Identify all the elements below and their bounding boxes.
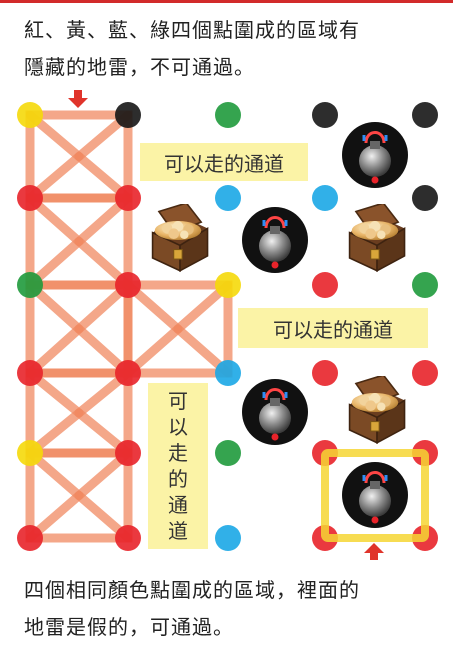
grid-dot — [115, 102, 141, 128]
arrow-down-icon — [68, 90, 88, 108]
grid-dot — [215, 102, 241, 128]
marked-cell — [25, 448, 133, 543]
grid-dot — [115, 440, 141, 466]
grid-dot — [115, 185, 141, 211]
path-label-vertical-char: 以 — [168, 415, 188, 439]
marked-cell — [25, 110, 133, 203]
grid-dot — [17, 360, 43, 386]
bottom-caption: 四個相同顏色點圍成的區域，裡面的 地雷是假的，可通過。 — [24, 572, 444, 646]
marked-cell — [123, 280, 233, 378]
grid-dot — [312, 360, 338, 386]
grid-dot — [215, 360, 241, 386]
grid-dot — [412, 360, 438, 386]
marked-cell — [25, 280, 133, 378]
grid-dot — [412, 272, 438, 298]
grid-dot — [115, 360, 141, 386]
path-label-middle: 可以走的通道 — [238, 308, 428, 348]
grid-dot — [215, 185, 241, 211]
top-caption-line-1: 紅、黃、藍、綠四個點圍成的區域有 — [24, 18, 360, 42]
treasure-chest-icon — [151, 204, 209, 272]
marked-cell — [25, 368, 133, 458]
treasure-chest-icon — [348, 376, 406, 444]
top-caption: 紅、黃、藍、綠四個點圍成的區域有 隱藏的地雷，不可通過。 — [24, 12, 444, 86]
grid-dot — [412, 102, 438, 128]
grid-dot — [312, 185, 338, 211]
grid-dot — [115, 525, 141, 551]
path-label-vertical-char: 的 — [168, 467, 188, 491]
marked-cell — [25, 193, 133, 290]
path-label-vertical-char: 可 — [168, 389, 188, 413]
grid-dot — [215, 272, 241, 298]
grid-dot — [215, 440, 241, 466]
mine-icon — [341, 461, 409, 529]
arrow-up-icon — [364, 543, 384, 560]
mine-icon — [241, 206, 309, 274]
path-label-vertical-char: 走 — [168, 441, 188, 465]
bottom-caption-line-1: 四個相同顏色點圍成的區域，裡面的 — [24, 578, 360, 602]
treasure-chest-icon — [348, 204, 406, 272]
top-red-line — [0, 0, 453, 3]
grid-dot — [17, 272, 43, 298]
grid-dot — [215, 525, 241, 551]
grid-dot — [312, 102, 338, 128]
grid-dot — [115, 272, 141, 298]
grid-dot — [17, 525, 43, 551]
grid-dot — [17, 185, 43, 211]
mine-icon — [241, 378, 309, 446]
mine-icon — [341, 121, 409, 189]
path-label-vertical-char: 道 — [168, 519, 188, 543]
path-label-vertical: 可 以 走 的 通 道 — [148, 383, 208, 549]
grid-dot — [17, 440, 43, 466]
grid-dot — [17, 102, 43, 128]
grid-dot — [412, 185, 438, 211]
grid-dot — [312, 272, 338, 298]
top-caption-line-2: 隱藏的地雷，不可通過。 — [24, 55, 255, 79]
bottom-caption-line-2: 地雷是假的，可通過。 — [24, 615, 234, 639]
path-label-vertical-char: 通 — [168, 493, 188, 517]
path-label-upper: 可以走的通道 — [140, 143, 308, 181]
safe-zone-highlight — [321, 449, 429, 542]
